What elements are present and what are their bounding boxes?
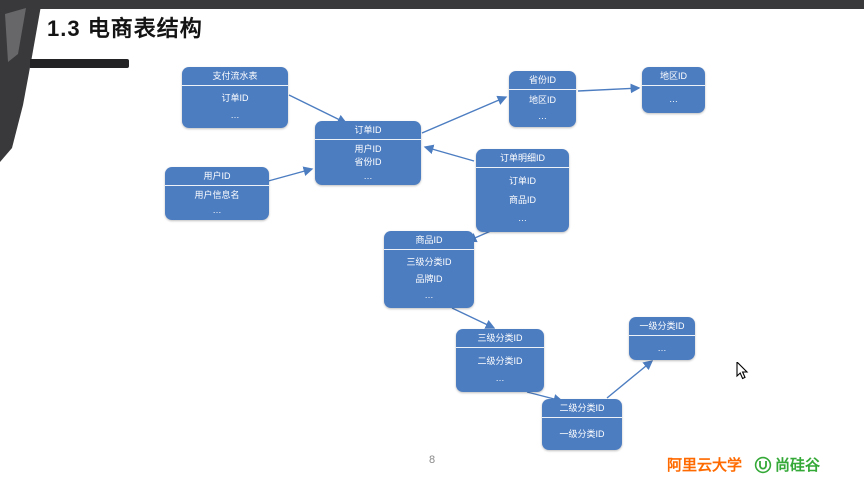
table-header: 订单ID <box>315 121 421 140</box>
table-row: 地区ID <box>528 95 556 106</box>
shangguigu-logo-icon <box>754 456 772 473</box>
table-user: 用户ID 用户信息名 … <box>165 167 269 220</box>
table-row: … <box>424 290 434 301</box>
corner-highlight <box>5 8 26 62</box>
table-category3: 三级分类ID 二级分类ID … <box>456 329 544 392</box>
table-category2: 二级分类ID 一级分类ID <box>542 399 622 450</box>
title-underline <box>30 59 129 68</box>
slide-title: 1.3 电商表结构 <box>47 16 203 41</box>
table-row: … <box>230 110 240 120</box>
table-row: … <box>657 342 667 353</box>
table-province: 省份ID 地区ID … <box>509 71 576 127</box>
table-body: 订单ID 商品ID … <box>476 168 569 232</box>
table-row: 一级分类ID <box>559 428 605 439</box>
page-number: 8 <box>428 454 436 466</box>
table-body: 用户信息名 … <box>165 186 269 220</box>
table-body: 三级分类ID 品牌ID … <box>384 250 474 308</box>
table-header: 商品ID <box>384 231 474 250</box>
table-row: … <box>363 170 373 181</box>
table-body: … <box>629 336 695 360</box>
arrow-order-to-province <box>421 95 508 134</box>
corner-wedge <box>0 0 42 162</box>
table-body: … <box>642 86 705 113</box>
table-body: 订单ID … <box>182 86 288 128</box>
table-row: 用户ID <box>354 143 382 154</box>
mouse-cursor-icon <box>736 362 749 380</box>
table-header: 三级分类ID <box>456 329 544 348</box>
brand-shangguigu: 尚硅谷 <box>774 457 820 474</box>
table-header: 一级分类ID <box>629 317 695 336</box>
table-body: 二级分类ID … <box>456 348 544 392</box>
table-order-detail: 订单明细ID 订单ID 商品ID … <box>476 149 569 232</box>
table-order: 订单ID 用户ID 省份ID … <box>315 121 421 185</box>
brand-aliyun-university: 阿里云大学 <box>666 457 742 474</box>
table-header: 支付流水表 <box>182 67 288 86</box>
table-body: 用户ID 省份ID … <box>315 140 421 185</box>
arrow-order-detail-to-order <box>423 144 475 162</box>
arrow-payment-to-order <box>288 94 348 124</box>
table-row: … <box>212 204 222 215</box>
table-row: 三级分类ID <box>406 256 452 267</box>
frame-top-bar <box>0 0 864 9</box>
brand-shangguigu-wrap: 尚硅谷 <box>754 454 820 475</box>
table-row: 订单ID <box>221 93 249 103</box>
table-row: 商品ID <box>508 194 536 205</box>
table-row: … <box>518 212 527 223</box>
footer-brands: 阿里云大学 尚硅谷 <box>667 454 820 475</box>
arrow-province-to-region <box>577 83 641 94</box>
table-header: 订单明细ID <box>476 149 569 168</box>
table-product: 商品ID 三级分类ID 品牌ID … <box>384 231 474 308</box>
table-category1: 一级分类ID … <box>629 317 695 360</box>
table-row: 二级分类ID <box>477 355 523 366</box>
table-row: 用户信息名 <box>194 190 240 201</box>
arrow-category2-to-category1 <box>606 360 654 399</box>
table-row: … <box>669 94 678 104</box>
table-payment: 支付流水表订单ID … <box>182 67 288 128</box>
table-header: 用户ID <box>165 167 269 186</box>
table-region: 地区ID … <box>642 67 705 113</box>
table-body: 一级分类ID <box>542 418 622 450</box>
arrow-product-to-category3 <box>451 307 496 329</box>
table-row: 品牌ID <box>415 273 443 284</box>
table-row: 订单ID <box>508 176 536 187</box>
table-row: … <box>538 110 547 121</box>
table-row: … <box>495 373 505 384</box>
table-header: 二级分类ID <box>542 399 622 418</box>
table-header: 省份ID <box>509 71 576 90</box>
table-body: 地区ID … <box>509 90 576 127</box>
table-row: 省份ID <box>354 157 382 167</box>
corner-decoration <box>0 0 42 162</box>
table-header: 地区ID <box>642 67 705 86</box>
